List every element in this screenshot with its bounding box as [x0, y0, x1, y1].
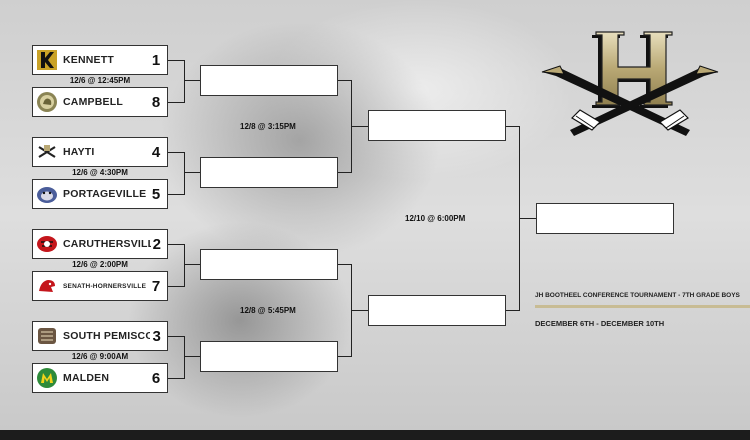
team-name: PORTAGEVILLE — [63, 188, 147, 200]
game-time: 12/6 @ 4:30PM — [72, 168, 128, 177]
connector-line — [338, 172, 352, 173]
connector-line — [168, 102, 184, 103]
team-name: CARUTHERSVILLE — [63, 238, 151, 250]
connector-line — [506, 310, 520, 311]
team-name: MALDEN — [63, 372, 110, 384]
connector-line — [168, 194, 184, 195]
final-time: 12/10 @ 6:00PM — [405, 214, 466, 223]
team-slot-portageville[interactable]: PORTAGEVILLE 5 — [32, 179, 168, 209]
connector-line — [184, 264, 200, 265]
connector-line — [506, 126, 520, 127]
connector-line — [168, 336, 184, 337]
winner-slot-game2[interactable] — [200, 157, 338, 188]
kennett-k-logo — [36, 49, 58, 71]
connector-line — [168, 60, 184, 61]
team-seed: 6 — [151, 369, 161, 387]
connector-line — [184, 172, 200, 173]
semifinal-winner-slot-top[interactable] — [368, 110, 506, 141]
connector-line — [168, 152, 184, 153]
south-pemiscot-logo — [36, 325, 58, 347]
semifinal-winner-slot-bottom[interactable] — [368, 295, 506, 326]
team-name: SENATH-HORNERSVILLE — [63, 282, 147, 290]
team-seed: 4 — [151, 143, 161, 161]
team-slot-malden[interactable]: MALDEN 6 — [32, 363, 168, 393]
connector-line — [184, 80, 200, 81]
team-name: HAYTI — [63, 146, 95, 158]
team-slot-south-pemiscot[interactable]: SOUTH PEMISCOT 3 — [32, 321, 168, 351]
team-name: KENNETT — [63, 54, 114, 66]
connector-line — [351, 126, 368, 127]
team-name: SOUTH PEMISCOT — [63, 330, 151, 342]
tournament-dates: DECEMBER 6TH - DECEMBER 10TH — [535, 319, 665, 328]
connector-line — [184, 336, 185, 379]
winner-slot-game3[interactable] — [200, 249, 338, 280]
champion-slot[interactable] — [536, 203, 674, 234]
team-slot-hayti[interactable]: HAYTI 4 — [32, 137, 168, 167]
team-seed: 7 — [151, 277, 161, 295]
semifinal-time-top: 12/8 @ 3:15PM — [240, 122, 296, 131]
team-slot-kennett[interactable]: KENNETT 1 — [32, 45, 168, 75]
team-slot-senath-hornersville[interactable]: SENATH-HORNERSVILLE 7 — [32, 271, 168, 301]
senath-lion-logo — [36, 275, 58, 297]
connector-line — [338, 80, 352, 81]
tournament-title: JH BOOTHEEL CONFERENCE TOURNAMENT - 7TH … — [535, 292, 740, 299]
game-time: 12/6 @ 12:45PM — [69, 76, 131, 85]
team-seed: 2 — [152, 235, 161, 253]
connector-line — [184, 152, 185, 195]
team-seed: 3 — [152, 327, 161, 345]
campbell-camel-logo — [36, 91, 58, 113]
connector-line — [519, 218, 536, 219]
team-seed: 5 — [151, 185, 161, 203]
game-time: 12/6 @ 2:00PM — [72, 260, 128, 269]
bottom-bar — [0, 430, 750, 440]
team-seed: 1 — [151, 51, 161, 69]
connector-line — [168, 286, 184, 287]
bracket-background: KENNETT 1 12/6 @ 12:45PM CAMPBELL 8 HAYT… — [0, 0, 750, 430]
caruthersville-tiger-logo — [36, 233, 58, 255]
semifinal-time-bottom: 12/8 @ 5:45PM — [240, 306, 296, 315]
connector-line — [351, 310, 368, 311]
hayti-arrows-logo — [36, 141, 58, 163]
team-name: CAMPBELL — [63, 96, 123, 108]
hayti-h-logo — [540, 30, 720, 145]
connector-line — [168, 244, 184, 245]
team-slot-campbell[interactable]: CAMPBELL 8 — [32, 87, 168, 117]
connector-line — [338, 356, 352, 357]
malden-m-logo — [36, 367, 58, 389]
portageville-bulldog-logo — [36, 183, 58, 205]
winner-slot-game4[interactable] — [200, 341, 338, 372]
team-seed: 8 — [151, 93, 161, 111]
connector-line — [338, 264, 352, 265]
title-divider — [535, 305, 750, 308]
game-time: 12/6 @ 9:00AM — [71, 352, 129, 361]
connector-line — [168, 378, 184, 379]
team-slot-caruthersville[interactable]: CARUTHERSVILLE 2 — [32, 229, 168, 259]
connector-line — [184, 60, 185, 103]
connector-line — [184, 356, 200, 357]
connector-line — [184, 244, 185, 287]
winner-slot-game1[interactable] — [200, 65, 338, 96]
